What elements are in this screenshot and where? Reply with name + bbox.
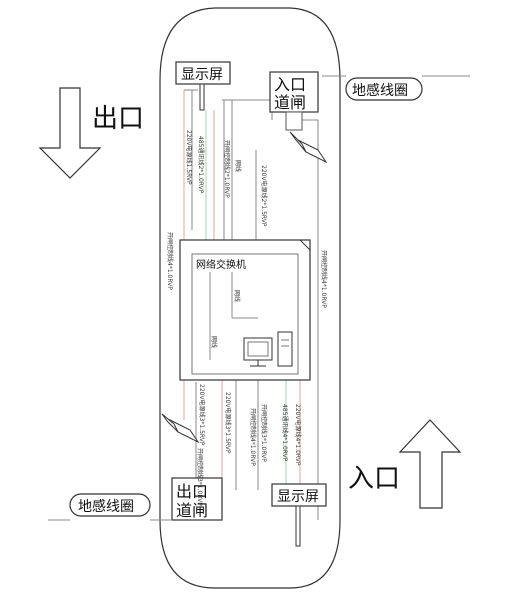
- loop-top: [345, 77, 423, 101]
- cable-label-c8: 网线: [233, 290, 241, 302]
- lane-outline: [159, 7, 341, 589]
- cable-label-c2: 220V电源线1.5RVP: [185, 130, 193, 185]
- cable-label-c4: 开闸控制线2*1.0RVP: [223, 140, 231, 198]
- entrance-label: 入口: [348, 464, 400, 494]
- cable-label-c3: 485通讯线2*1.0RVP: [197, 136, 205, 194]
- switch-label: 网络交换机: [196, 258, 246, 271]
- cable-label-c6: 220V电源线2*1.5RVP: [260, 165, 268, 227]
- display-top-label: 显示屏: [181, 67, 223, 83]
- cable-label-c1: 开闸控制线4*1.0RVP: [166, 232, 174, 290]
- cable-label-c12: 220V电源线3*1.5RVP: [224, 392, 232, 454]
- cable-label-c13: 开闸控制线4*1.0RVP: [249, 408, 257, 466]
- cable-label-c10: 220V电源线3*1.5RVP: [198, 384, 206, 446]
- gate-bottom-line2: 道闸: [176, 501, 208, 520]
- cable-label-c5: 网线: [234, 160, 242, 172]
- gate-top-line2: 道闸: [274, 93, 306, 112]
- cable-label-c16: 开闸控制线3*1.0RVP: [260, 404, 268, 462]
- display-bottom-pole: [295, 505, 301, 547]
- display-top-pole: [199, 83, 205, 111]
- cable-label-c14: 485通讯线4*1.0RVP: [281, 404, 289, 462]
- entrance-arrow-icon: [398, 419, 462, 509]
- loop-top-label: 地感线圈: [352, 82, 408, 99]
- gate-top-line1: 入口: [274, 75, 306, 94]
- camera-top-icon: [289, 131, 328, 164]
- gate-top: [269, 71, 319, 113]
- cable-label-c7: 开闸控制线4*1.0RVP: [320, 250, 328, 308]
- exit-label: 出口: [92, 104, 144, 134]
- cable-label-c15: 220V电源线4*1.0RVP: [294, 404, 302, 466]
- gate-bottom-line1: 出口: [176, 482, 208, 501]
- loop-bottom: [69, 493, 151, 517]
- computer-icon: [243, 331, 293, 367]
- loop-bottom-label: 地感线圈: [78, 498, 134, 515]
- gate-top-base: [285, 111, 303, 131]
- display-bottom-label: 显示屏: [277, 489, 319, 505]
- cable-label-c11: 开闸控制线3*1.0RVP: [196, 448, 204, 506]
- exit-arrow-icon: [38, 87, 102, 179]
- wire-bundle-right: [255, 112, 319, 520]
- camera-bottom-icon: [161, 413, 200, 444]
- gate-bottom: [171, 477, 223, 521]
- wire-bundle-bottom: [195, 380, 301, 492]
- cable-label-c9: 网线: [210, 336, 218, 348]
